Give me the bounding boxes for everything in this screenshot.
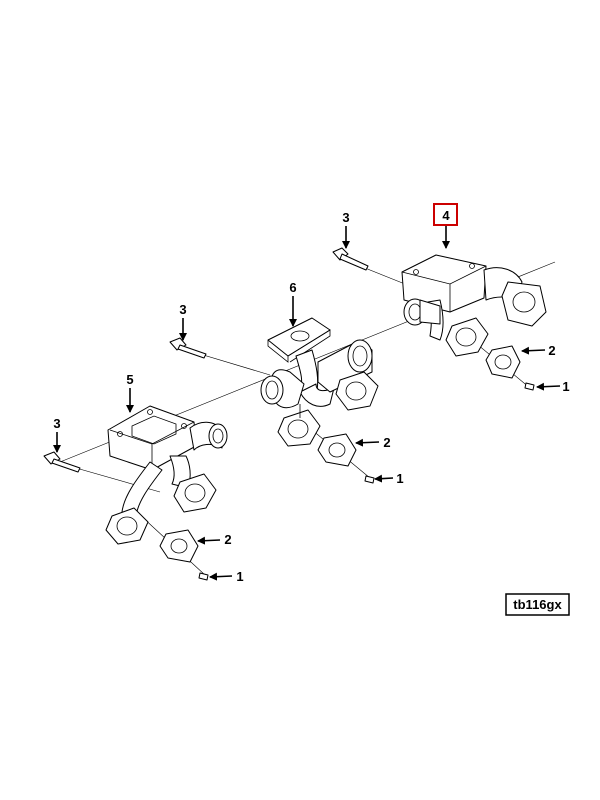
bolt-left bbox=[43, 451, 81, 473]
callout-label-3-middle: 3 bbox=[179, 302, 186, 317]
gasket-right bbox=[485, 345, 521, 379]
callout-label-1-middle: 1 bbox=[396, 471, 403, 486]
callout-label-1-left: 1 bbox=[236, 569, 243, 584]
reference-code-box bbox=[505, 593, 570, 616]
callout-label-2-right: 2 bbox=[548, 343, 555, 358]
callout-arrow-2-left bbox=[197, 536, 221, 545]
callout-label-1-right: 1 bbox=[562, 379, 569, 394]
callout-label-6: 6 bbox=[289, 280, 296, 295]
callout-highlight-box bbox=[433, 203, 458, 226]
callout-label-5: 5 bbox=[126, 372, 133, 387]
bolt-right bbox=[332, 247, 369, 271]
callout-arrow-1-right bbox=[536, 382, 561, 391]
manifold-section-right bbox=[401, 254, 547, 357]
manifold-section-middle bbox=[260, 317, 379, 447]
stud-middle bbox=[364, 475, 375, 484]
gasket-left bbox=[159, 529, 199, 563]
stud-left bbox=[198, 572, 209, 581]
stud-right bbox=[524, 382, 535, 391]
callout-arrow-1-middle bbox=[374, 474, 394, 483]
callout-label-2-left: 2 bbox=[224, 532, 231, 547]
bolt-middle bbox=[169, 337, 207, 359]
callout-label-4: 4 bbox=[442, 208, 450, 223]
reference-code: tb116gx bbox=[513, 597, 562, 612]
callout-arrow-2-middle bbox=[355, 438, 380, 447]
callout-label-2-middle: 2 bbox=[383, 435, 390, 450]
callout-label-3-left: 3 bbox=[53, 416, 60, 431]
callout-arrow-2-right bbox=[521, 346, 546, 355]
callout-arrow-1-left bbox=[209, 572, 233, 581]
gasket-middle bbox=[317, 433, 357, 467]
manifold-section-left bbox=[105, 405, 228, 545]
callout-label-3-right: 3 bbox=[342, 210, 349, 225]
